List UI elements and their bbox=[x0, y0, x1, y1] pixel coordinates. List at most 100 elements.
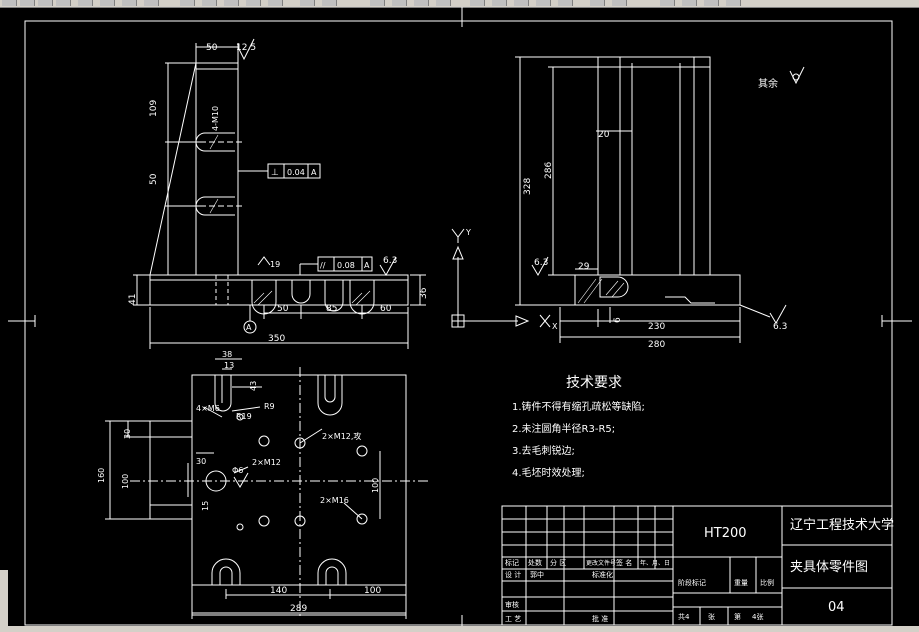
perp-value: 0.04 bbox=[287, 168, 305, 177]
tb-total: 共4 bbox=[678, 612, 690, 621]
dim-r100: 100 bbox=[371, 478, 380, 493]
toolbar-button[interactable] bbox=[180, 0, 195, 6]
dim-b60: 60 bbox=[380, 304, 392, 314]
dim-100: 100 bbox=[121, 474, 130, 489]
toolbar-button[interactable] bbox=[122, 0, 137, 6]
toolbar-button[interactable] bbox=[202, 0, 217, 6]
status-bar bbox=[0, 626, 919, 632]
toolbar-button[interactable] bbox=[436, 0, 451, 6]
note-m16: 2×M16 bbox=[320, 496, 349, 505]
dim-r9: R9 bbox=[264, 402, 275, 411]
toolbar bbox=[0, 0, 919, 8]
toolbar-button[interactable] bbox=[2, 0, 17, 6]
rest-roughness: 其余 bbox=[758, 77, 778, 90]
tb-stage: 阶段标记 bbox=[678, 578, 706, 587]
toolbar-button[interactable] bbox=[224, 0, 239, 6]
top-plate bbox=[191, 374, 407, 616]
tb-design: 设 计 bbox=[505, 570, 521, 579]
roughness-symbol bbox=[233, 472, 249, 488]
dim-289: 289 bbox=[290, 604, 307, 614]
hole bbox=[236, 523, 244, 531]
toolbar-button[interactable] bbox=[558, 0, 573, 6]
drawing-frame bbox=[24, 20, 893, 626]
toolbar-button[interactable] bbox=[414, 0, 429, 6]
toolbar-button[interactable] bbox=[300, 0, 315, 6]
toolbar-button[interactable] bbox=[144, 0, 159, 6]
toolbar-button[interactable] bbox=[56, 0, 71, 6]
side-panel-grip[interactable] bbox=[0, 570, 8, 626]
dim-140: 140 bbox=[270, 586, 287, 596]
roughness-symbol bbox=[769, 304, 787, 324]
dim-15: 15 bbox=[201, 501, 210, 511]
toolbar-button[interactable] bbox=[590, 0, 605, 6]
toolbar-button[interactable] bbox=[660, 0, 675, 6]
roughness-symbol bbox=[789, 66, 805, 85]
tech-title: 技术要求 bbox=[566, 375, 622, 391]
tb-sheet: 张 bbox=[708, 612, 715, 621]
toolbar-button[interactable] bbox=[322, 0, 337, 6]
dim-38: 38 bbox=[222, 350, 232, 359]
tb-zone: 分 区 bbox=[550, 558, 566, 567]
axis-y: Y bbox=[465, 228, 471, 237]
toolbar-button[interactable] bbox=[704, 0, 719, 6]
tb-std: 标准化 bbox=[592, 570, 613, 579]
dim-328: 328 bbox=[523, 178, 533, 195]
dim-50: 50 bbox=[149, 173, 159, 185]
toolbar-button[interactable] bbox=[20, 0, 35, 6]
toolbar-button[interactable] bbox=[370, 0, 385, 6]
dim-b85: 85 bbox=[326, 304, 337, 314]
roughness-symbol bbox=[257, 256, 271, 266]
dim-6: 6 bbox=[613, 317, 623, 323]
base-plate bbox=[149, 274, 409, 306]
note-phi6: Φ6 bbox=[232, 466, 243, 475]
toolbar-button[interactable] bbox=[514, 0, 529, 6]
toolbar-button[interactable] bbox=[536, 0, 551, 6]
dim-30: 30 bbox=[123, 429, 132, 439]
side-section bbox=[599, 276, 629, 298]
dim-b50: 50 bbox=[277, 304, 289, 314]
toolbar-button[interactable] bbox=[726, 0, 741, 6]
side-relief bbox=[665, 296, 715, 304]
toolbar-button[interactable] bbox=[268, 0, 283, 6]
upright bbox=[195, 62, 239, 276]
tb-designer: 郭中 bbox=[530, 570, 544, 579]
toolbar-button[interactable] bbox=[78, 0, 93, 6]
dim-280: 280 bbox=[648, 340, 665, 350]
roughness-side-a: 6.3 bbox=[534, 258, 548, 268]
tb-approve: 批 准 bbox=[592, 614, 608, 623]
toolbar-button[interactable] bbox=[100, 0, 115, 6]
tb-scale: 比例 bbox=[760, 578, 774, 587]
ucs-icon bbox=[451, 228, 551, 328]
side-body bbox=[597, 56, 711, 276]
perp-symbol: ⊥ bbox=[271, 168, 279, 178]
dim-13: 13 bbox=[224, 361, 234, 370]
axis-x: X bbox=[552, 322, 558, 331]
dim-109: 109 bbox=[149, 100, 159, 117]
dim-top-width: 50 bbox=[206, 43, 218, 53]
datum-circle bbox=[243, 320, 257, 334]
note-m12b: 2×M12 bbox=[252, 458, 281, 467]
toolbar-button[interactable] bbox=[246, 0, 261, 6]
top-slot bbox=[211, 558, 241, 585]
drawing-canvas[interactable]: 50 12.5 109 50 41 4-M10 ⊥ 0.04 A // 0.08… bbox=[0, 7, 919, 626]
toolbar-button[interactable] bbox=[392, 0, 407, 6]
toolbar-button[interactable] bbox=[612, 0, 627, 6]
hole bbox=[258, 515, 270, 527]
dim-19: 19 bbox=[270, 260, 280, 269]
title-block bbox=[501, 505, 893, 626]
dim-30b: 30 bbox=[196, 457, 206, 466]
slot bbox=[291, 280, 311, 304]
par-datum: A bbox=[364, 261, 370, 270]
top-tab bbox=[149, 420, 192, 520]
toolbar-button[interactable] bbox=[682, 0, 697, 6]
dim-43: 43 bbox=[249, 381, 258, 391]
toolbar-button[interactable] bbox=[38, 0, 53, 6]
note-m12a: 2×M12,攻 bbox=[322, 431, 361, 441]
toolbar-button[interactable] bbox=[492, 0, 507, 6]
roughness-63: 6.3 bbox=[383, 256, 397, 266]
slot bbox=[324, 280, 344, 312]
top-slot bbox=[214, 375, 232, 412]
toolbar-button[interactable] bbox=[470, 0, 485, 6]
tb-process: 工 艺 bbox=[505, 615, 521, 623]
dim-29: 29 bbox=[578, 262, 590, 272]
